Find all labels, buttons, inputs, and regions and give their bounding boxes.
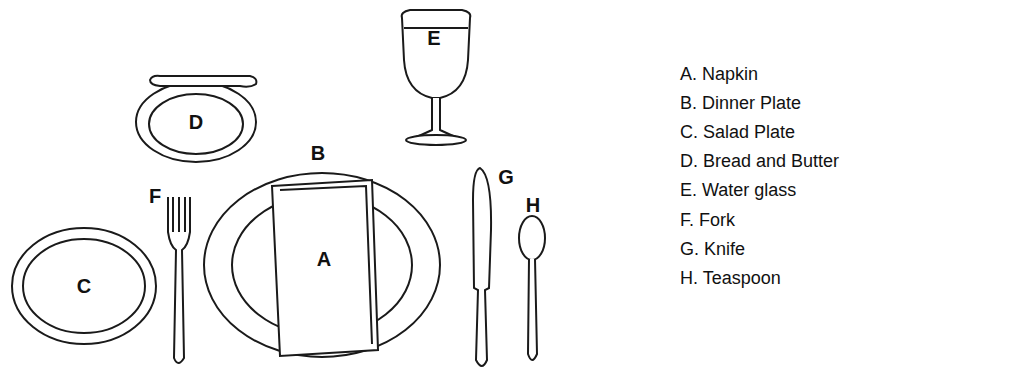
callout-letter: C	[77, 275, 91, 298]
key-entry: F. Fork	[680, 210, 735, 231]
bread-plate	[136, 76, 256, 162]
callout-letter: D	[189, 111, 203, 134]
key-entry: B. Dinner Plate	[680, 93, 801, 114]
fork	[168, 197, 190, 363]
key-entry: E. Water glass	[680, 180, 796, 201]
callout-letter: E	[427, 27, 440, 50]
key-entry: C. Salad Plate	[680, 122, 795, 143]
water-glass	[402, 10, 471, 145]
key-entry: D. Bread and Butter	[680, 151, 839, 172]
key-entry: G. Knife	[680, 239, 745, 260]
callout-letter: B	[311, 142, 325, 165]
salad-plate	[12, 228, 156, 344]
knife	[473, 168, 491, 366]
dinner-plate	[204, 173, 440, 357]
callout-letter: A	[317, 248, 331, 271]
key-entry: H. Teaspoon	[680, 268, 781, 289]
callout-letter: G	[498, 166, 514, 189]
teaspoon	[519, 216, 545, 360]
callout-letter: F	[149, 185, 161, 208]
key-entry: A. Napkin	[680, 64, 758, 85]
callout-letter: H	[526, 194, 540, 217]
napkin	[272, 180, 378, 356]
